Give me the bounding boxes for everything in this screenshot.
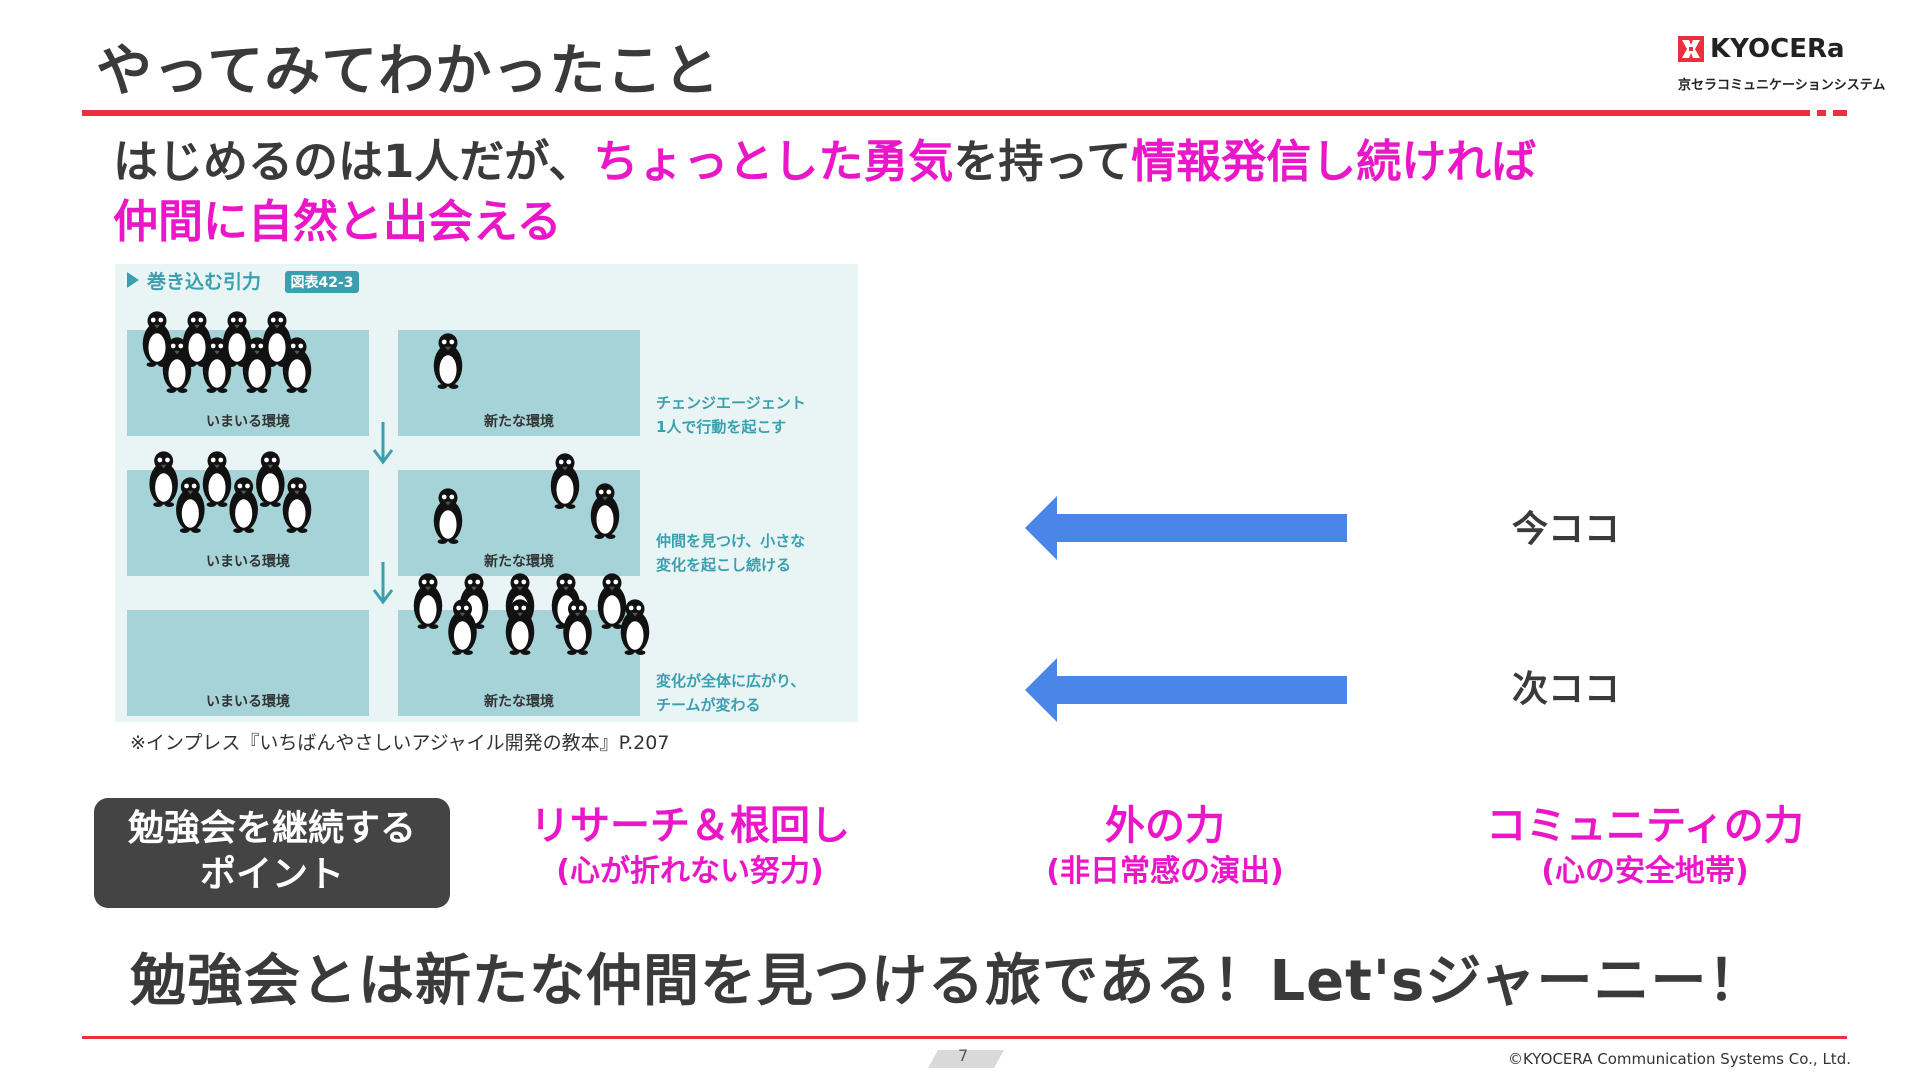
penguin-icon bbox=[202, 451, 232, 507]
logo-mark: KYOCERa bbox=[1678, 34, 1848, 64]
left-arrow-icon bbox=[1025, 496, 1347, 560]
figure-tag-bg bbox=[285, 271, 359, 293]
attraction-diagram: 巻き込む引力 図表42-3 いまいる環境 新たな環境 チェンジエージェント 1人… bbox=[127, 270, 806, 716]
row2-note-line2: 変化を起こし続ける bbox=[656, 556, 791, 574]
left-arrow-icon bbox=[1025, 658, 1347, 722]
penguin-icon bbox=[620, 599, 650, 655]
headline-part-2: ちょっとした勇気 bbox=[593, 135, 954, 188]
penguin-icon bbox=[563, 599, 592, 655]
penguin-group bbox=[142, 311, 650, 655]
penguin-icon bbox=[202, 337, 232, 393]
conclusion: 勉強会とは新たな仲間を見つける旅である！Let'sジャーニー！ bbox=[130, 949, 1765, 1014]
penguin-icon bbox=[229, 477, 258, 533]
row1-left-label: いまいる環境 bbox=[206, 413, 290, 430]
point-sub: (心の安全地帯) bbox=[1541, 854, 1749, 889]
copyright: ©KYOCERA Communication Systems Co., Ltd. bbox=[1508, 1050, 1851, 1068]
label-now-here: 今ココ bbox=[1512, 509, 1621, 550]
penguin-icon bbox=[162, 337, 192, 393]
headline-part-4: 情報発信し続ければ bbox=[1131, 135, 1537, 188]
penguin-icon bbox=[222, 311, 252, 367]
top-rule-gap bbox=[1810, 110, 1817, 116]
penguin-icon bbox=[149, 451, 178, 507]
row1-right-label: 新たな環境 bbox=[484, 413, 554, 430]
row1-note-line1: チェンジエージェント bbox=[656, 394, 806, 412]
row1-note-line2: 1人で行動を起こす bbox=[656, 418, 786, 436]
row3-left-label: いまいる環境 bbox=[206, 693, 290, 710]
penguin-icon bbox=[282, 337, 312, 393]
points-heading-box: 勉強会を継続する ポイント bbox=[94, 798, 450, 908]
points-heading-line1: 勉強会を継続する bbox=[127, 808, 416, 849]
point-main: コミュニティの力 bbox=[1486, 803, 1804, 849]
page-number: 7 bbox=[958, 1046, 969, 1065]
row2-left-label: いまいる環境 bbox=[206, 553, 290, 570]
penguin-icon bbox=[182, 311, 212, 367]
bottom-rule bbox=[82, 1036, 1847, 1039]
kyocera-logo: KYOCERa 京セラコミュニケーションシステム bbox=[1678, 34, 1886, 93]
top-rule-gap bbox=[1826, 110, 1833, 116]
kyocera-symbol-icon bbox=[1678, 36, 1704, 62]
penguin-icon bbox=[550, 453, 580, 509]
penguin-icon bbox=[242, 337, 272, 393]
point-main: リサーチ＆根回し bbox=[530, 803, 850, 849]
logo-wordmark: KYOCERa bbox=[1710, 34, 1845, 64]
figure-tag: 図表42-3 bbox=[290, 274, 353, 291]
panel-new-1 bbox=[398, 330, 640, 436]
point-sub: (非日常感の演出) bbox=[1046, 854, 1284, 889]
point-main: 外の力 bbox=[1105, 803, 1225, 849]
figure-triangle-icon bbox=[127, 272, 139, 288]
penguin-icon bbox=[433, 333, 463, 389]
attraction-figure: 巻き込む引力 図表42-3 いまいる環境 新たな環境 チェンジエージェント 1人… bbox=[115, 264, 858, 722]
penguin-icon bbox=[176, 477, 205, 533]
penguin-icon bbox=[262, 311, 292, 367]
point-research: リサーチ＆根回し (心が折れない努力) bbox=[500, 800, 880, 892]
headline: はじめるのは1人だが、ちょっとした勇気を持って情報発信し続ければ仲間に自然と出会… bbox=[113, 132, 1813, 252]
down-arrow-icon bbox=[372, 422, 394, 465]
headline-part-5: 仲間に自然と出会える bbox=[113, 195, 562, 248]
headline-part-3: を持って bbox=[953, 135, 1132, 188]
row3-note-line2: チームが変わる bbox=[656, 696, 761, 714]
penguin-icon bbox=[433, 488, 463, 544]
penguin-icon bbox=[590, 483, 620, 539]
points-heading-line2: ポイント bbox=[199, 854, 344, 895]
logo-subtitle: 京セラコミュニケーションシステム bbox=[1678, 78, 1886, 93]
penguin-icon bbox=[597, 573, 627, 629]
penguin-icon bbox=[448, 599, 477, 655]
figure-title: 巻き込む引力 bbox=[146, 270, 261, 293]
point-sub: (心が折れない努力) bbox=[556, 854, 824, 889]
row2-note-line1: 仲間を見つけ、小さな bbox=[656, 532, 805, 550]
row3-note-line1: 変化が全体に広がり、 bbox=[656, 672, 805, 690]
down-arrow-icon bbox=[372, 562, 394, 605]
penguin-icon bbox=[505, 599, 535, 655]
label-next-here: 次ココ bbox=[1512, 669, 1621, 710]
penguin-icon bbox=[256, 451, 285, 507]
headline-part-1: はじめるのは1人だが、 bbox=[113, 135, 594, 188]
top-rule bbox=[82, 110, 1847, 116]
row2-right-label: 新たな環境 bbox=[484, 553, 554, 570]
point-outside-power: 外の力 (非日常感の演出) bbox=[1010, 800, 1320, 892]
slide-title: やってみてわかったこと bbox=[96, 39, 721, 104]
panel-current-3 bbox=[127, 610, 369, 716]
row3-right-label: 新たな環境 bbox=[484, 693, 554, 710]
page-number-tab bbox=[928, 1050, 1004, 1068]
penguin-icon bbox=[413, 573, 443, 629]
point-community-power: コミュニティの力 (心の安全地帯) bbox=[1470, 800, 1820, 892]
figure-caption: ※インプレス『いちばんやさしいアジャイル開発の教本』P.207 bbox=[130, 732, 670, 754]
penguin-icon bbox=[282, 477, 312, 533]
